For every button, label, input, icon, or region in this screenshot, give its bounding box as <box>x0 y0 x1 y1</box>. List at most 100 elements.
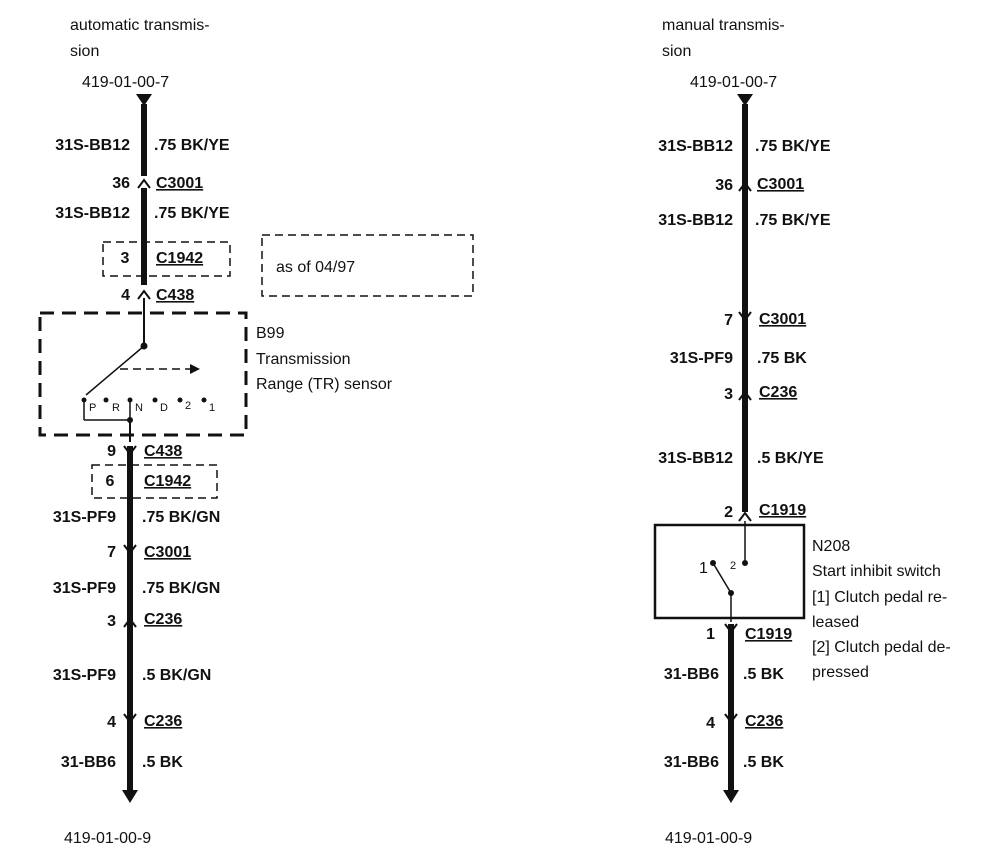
left-wire4-spec: .75 BK/GN <box>142 580 220 597</box>
left-wire5-code: 31S-PF9 <box>53 667 116 684</box>
right-conn4-caret-icon <box>738 511 752 522</box>
left-wire1-spec: .75 BK/YE <box>154 137 230 154</box>
position-2-label: 2 <box>185 400 191 412</box>
right-conn5-caret-icon <box>724 623 738 634</box>
left-conn2-dashed-box <box>102 241 231 277</box>
left-sensor-box <box>38 311 248 437</box>
left-wire6-code: 31-BB6 <box>61 754 116 771</box>
right-wire6-spec: .5 BK <box>743 754 784 771</box>
right-conn2-caret-icon <box>738 311 752 322</box>
left-title-line1: automatic transmis- <box>70 17 210 34</box>
left-conn8-id: C236 <box>144 713 182 730</box>
right-conn4-pin: 2 <box>724 504 733 521</box>
left-sensor-name-line1: Transmission <box>256 351 351 368</box>
right-wire2-spec: .75 BK/YE <box>755 212 831 229</box>
right-conn4-id: C1919 <box>759 502 806 519</box>
position-2-dot <box>177 397 183 403</box>
right-bottom-arrow-icon <box>723 790 739 803</box>
left-title-line2: sion <box>70 43 99 60</box>
left-wire2-code: 31S-BB12 <box>55 205 130 222</box>
left-conn5-id: C1942 <box>144 473 191 490</box>
position-r-dot <box>103 397 109 403</box>
right-wire3-code: 31S-PF9 <box>670 350 733 367</box>
right-conn3-pin: 3 <box>724 386 733 403</box>
left-sensor-id: B99 <box>256 325 285 342</box>
left-wire5-spec: .5 BK/GN <box>142 667 211 684</box>
right-conn1-id: C3001 <box>757 176 804 193</box>
position-d-label: D <box>160 402 168 414</box>
left-conn3-id: C438 <box>156 287 194 304</box>
right-wire5-code: 31-BB6 <box>664 666 719 683</box>
left-wire1-code: 31S-BB12 <box>55 137 130 154</box>
position-1-dot <box>201 397 207 403</box>
position-n-label: N <box>135 402 143 414</box>
right-switch-note2-line2: pressed <box>812 664 869 681</box>
right-wire2-code: 31S-BB12 <box>658 212 733 229</box>
left-conn2-pin: 3 <box>121 250 130 267</box>
right-switch-name: Start inhibit switch <box>812 563 941 580</box>
left-conn1-caret-icon <box>137 178 151 189</box>
left-conn6-id: C3001 <box>144 544 191 561</box>
right-switch-contact2 <box>742 560 748 566</box>
right-conn1-pin: 36 <box>715 177 733 194</box>
right-title-line2: sion <box>662 43 691 60</box>
right-conn6-caret-icon <box>724 713 738 724</box>
right-switch-box <box>653 523 806 620</box>
left-wire6-spec: .5 BK <box>142 754 183 771</box>
left-conn3-pin: 4 <box>121 287 130 304</box>
left-conn2-id: C1942 <box>156 250 203 267</box>
right-wire1-code: 31S-BB12 <box>658 138 733 155</box>
left-conn7-id: C236 <box>144 611 182 628</box>
left-sensor-positions: P R N D 2 1 <box>81 397 215 414</box>
right-wire1-spec: .75 BK/YE <box>755 138 831 155</box>
right-switch-id: N208 <box>812 538 850 555</box>
right-title-line1: manual transmis- <box>662 17 785 34</box>
left-sensor-arrow-icon <box>190 364 200 374</box>
right-switch-note1-line2: leased <box>812 614 859 631</box>
automatic-transmission-circuit: automatic transmis- sion 419-01-00-7 31S… <box>38 17 474 847</box>
left-sensor-wiper <box>85 345 145 396</box>
right-conn1-caret-icon <box>738 181 752 192</box>
right-switch-note2-line1: [2] Clutch pedal de- <box>812 639 951 656</box>
position-p-label: P <box>89 402 96 414</box>
position-1-label: 1 <box>209 402 215 414</box>
left-bottom-arrow-icon <box>122 790 138 803</box>
right-conn2-id: C3001 <box>759 311 806 328</box>
manual-transmission-circuit: manual transmis- sion 419-01-00-7 31S-BB… <box>653 17 951 847</box>
left-conn7-caret-icon <box>123 617 137 628</box>
left-conn8-pin: 4 <box>107 714 116 731</box>
left-conn4-caret-icon <box>123 445 137 456</box>
left-wire3-code: 31S-PF9 <box>53 509 116 526</box>
right-conn6-id: C236 <box>745 713 783 730</box>
left-note-text: as of 04/97 <box>276 259 355 276</box>
left-conn1-id: C3001 <box>156 175 203 192</box>
right-switch-note1-line1: [1] Clutch pedal re- <box>812 589 947 606</box>
left-conn6-caret-icon <box>123 544 137 555</box>
right-switch-blade <box>712 562 732 594</box>
left-conn4-id: C438 <box>144 443 182 460</box>
left-conn8-caret-icon <box>123 713 137 724</box>
right-switch-pin2-label: 2 <box>730 560 736 572</box>
left-top-reference: 419-01-00-7 <box>82 74 169 91</box>
right-top-arrow-icon <box>737 94 753 106</box>
right-conn5-pin: 1 <box>706 626 715 643</box>
left-wire4-code: 31S-PF9 <box>53 580 116 597</box>
left-sensor-name-line2: Range (TR) sensor <box>256 376 393 393</box>
left-conn3-caret-icon <box>137 289 151 300</box>
right-conn3-caret-icon <box>738 390 752 401</box>
left-conn5-dashed-box <box>91 464 218 499</box>
left-conn4-pin: 9 <box>107 443 116 460</box>
right-switch-pin1-label: 1 <box>699 560 708 577</box>
right-conn6-pin: 4 <box>706 715 715 732</box>
left-top-arrow-icon <box>136 94 152 106</box>
right-wire4-spec: .5 BK/YE <box>757 450 824 467</box>
right-top-reference: 419-01-00-7 <box>690 74 777 91</box>
position-d-dot <box>152 397 158 403</box>
left-conn1-pin: 36 <box>112 175 130 192</box>
left-wire2-spec: .75 BK/YE <box>154 205 230 222</box>
right-wire4-code: 31S-BB12 <box>658 450 733 467</box>
right-conn3-id: C236 <box>759 384 797 401</box>
right-conn2-pin: 7 <box>724 312 733 329</box>
right-wire3-spec: .75 BK <box>757 350 807 367</box>
